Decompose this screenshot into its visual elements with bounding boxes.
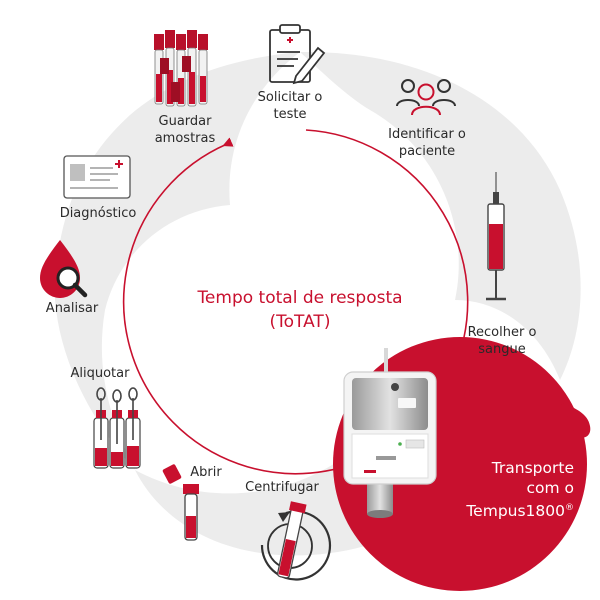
transport-text: Transporte com o Tempus1800® [420,458,574,521]
step-guardar-line2: amostras [154,131,216,146]
step-guardar-line1: Guardar [158,114,212,129]
step-identificar-line2: paciente [398,144,456,159]
aliquot-tubes-icon [93,387,141,469]
transport-line2: com o [526,479,574,497]
step-solicitar-line1: Solicitar o [257,90,323,105]
center-title-line1: Tempo total de resposta [197,288,403,308]
step-identificar-line1: Identificar o [388,127,466,142]
tempus1800-device-icon [343,348,437,518]
centrifuge-icon [260,501,332,581]
step-aliquotar-label: Aliquotar [70,366,130,381]
step-diagnostico-label: Diagnóstico [59,206,137,221]
step-solicitar-line2: teste [273,107,307,122]
registered-mark: ® [565,503,574,513]
step-analisar-label: Analisar [45,301,99,316]
storage-tubes-icon [154,30,208,107]
diagnosis-card-icon [63,155,131,199]
clipboard-icon [269,24,326,85]
step-abrir-label: Abrir [190,465,222,480]
syringe-icon [486,172,506,301]
center-title-line2: (ToTAT) [269,312,331,332]
transport-product-name: Tempus1800 [466,502,565,521]
step-centrifugar-label: Centrifugar [245,480,319,495]
step-recolher-line1: Recolher o [467,325,537,340]
analysis-drop-icon [40,240,88,298]
blood-drop-icon [560,402,591,438]
cycle-arrow [122,129,469,475]
open-tube-icon [162,464,199,541]
transport-line1: Transporte [491,459,574,477]
people-icon [396,79,456,116]
transport-line3: Tempus1800® [420,498,574,521]
step-recolher-line2: sangue [478,342,526,357]
